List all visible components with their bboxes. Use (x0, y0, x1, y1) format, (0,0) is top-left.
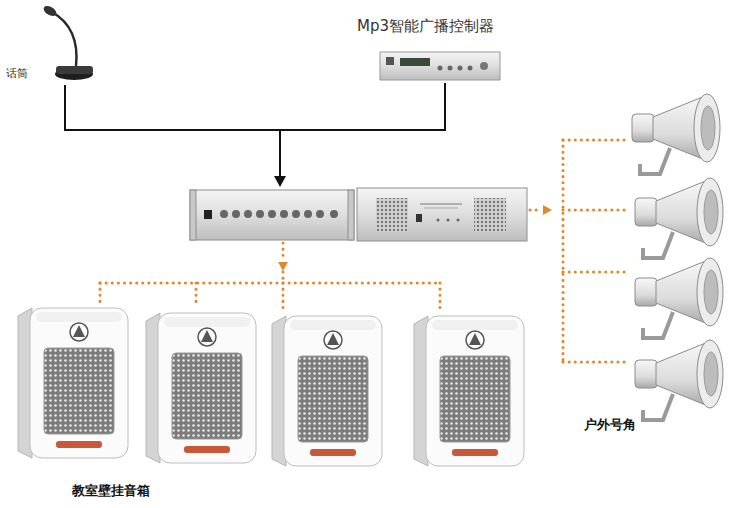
horn-speaker (632, 94, 723, 420)
node-text: 户外号角 (584, 416, 636, 434)
horn-group-label: 户外号角 (584, 416, 636, 434)
arrow-head (278, 262, 288, 271)
node-text: 教室壁挂音箱 (72, 482, 150, 500)
mixer (190, 190, 354, 240)
wall-speaker (18, 308, 524, 466)
speaker-group-label: 教室壁挂音箱 (72, 482, 150, 500)
microphone (42, 4, 93, 80)
signal-wire (65, 83, 445, 187)
arrow-head (543, 205, 552, 215)
mic-label: 话筒 (6, 66, 28, 81)
node-text: Mp3智能广播控制器 (357, 17, 494, 36)
amplifier (357, 188, 527, 241)
mp3-controller (380, 52, 500, 80)
node-text: 话筒 (6, 66, 28, 81)
controller-label: Mp3智能广播控制器 (357, 17, 494, 36)
